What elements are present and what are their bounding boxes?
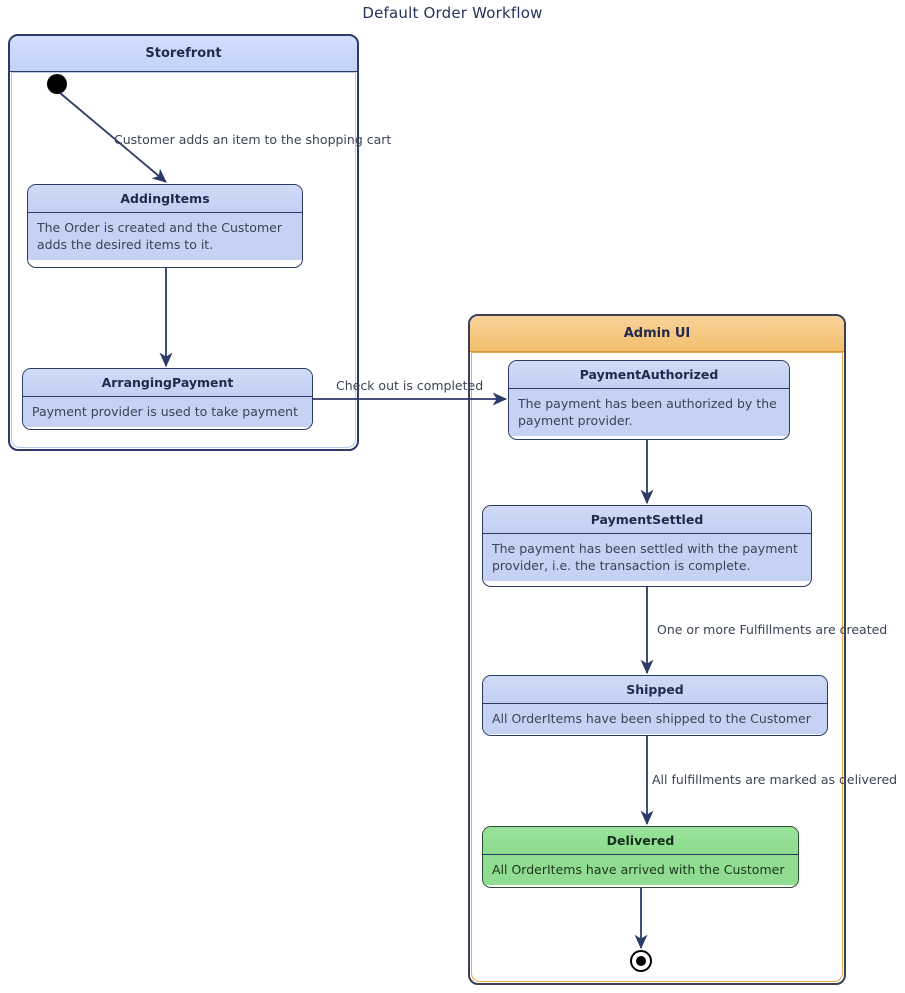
state-payment-settled-name: PaymentSettled — [483, 506, 811, 534]
diagram-title: Default Order Workflow — [362, 4, 543, 22]
region-storefront-title: Storefront — [10, 36, 357, 72]
state-delivered-description: All OrderItems have arrived with the Cus… — [483, 855, 798, 885]
state-adding-items-description: The Order is created and the Customer ad… — [28, 213, 302, 260]
state-payment-authorized-name: PaymentAuthorized — [509, 361, 789, 389]
state-payment-settled[interactable]: PaymentSettled The payment has been sett… — [482, 505, 812, 587]
state-delivered-name: Delivered — [483, 827, 798, 855]
state-delivered[interactable]: Delivered All OrderItems have arrived wi… — [482, 826, 799, 888]
state-payment-settled-description: The payment has been settled with the pa… — [483, 534, 811, 581]
state-arranging-payment-description: Payment provider is used to take payment — [23, 397, 312, 427]
state-shipped-description: All OrderItems have been shipped to the … — [483, 704, 827, 734]
state-payment-authorized-description: The payment has been authorized by the p… — [509, 389, 789, 436]
state-arranging-payment-name: ArrangingPayment — [23, 369, 312, 397]
edge-label-shipped-to-delivered: All fulfillments are marked as delivered — [652, 772, 898, 787]
region-admin-ui-title: Admin UI — [470, 316, 844, 352]
edge-label-arranging-payment-to-payment-authorized: Check out is completed — [336, 378, 484, 393]
edge-label-initial-to-adding-items: Customer adds an item to the shopping ca… — [114, 132, 392, 147]
state-adding-items[interactable]: AddingItems The Order is created and the… — [27, 184, 303, 268]
initial-state-marker — [47, 74, 67, 94]
edge-label-payment-settled-to-shipped: One or more Fulfillments are created — [657, 622, 888, 637]
state-adding-items-name: AddingItems — [28, 185, 302, 213]
state-payment-authorized[interactable]: PaymentAuthorized The payment has been a… — [508, 360, 790, 440]
state-shipped-name: Shipped — [483, 676, 827, 704]
state-shipped[interactable]: Shipped All OrderItems have been shipped… — [482, 675, 828, 736]
state-arranging-payment[interactable]: ArrangingPayment Payment provider is use… — [22, 368, 313, 430]
final-state-marker — [630, 950, 652, 972]
